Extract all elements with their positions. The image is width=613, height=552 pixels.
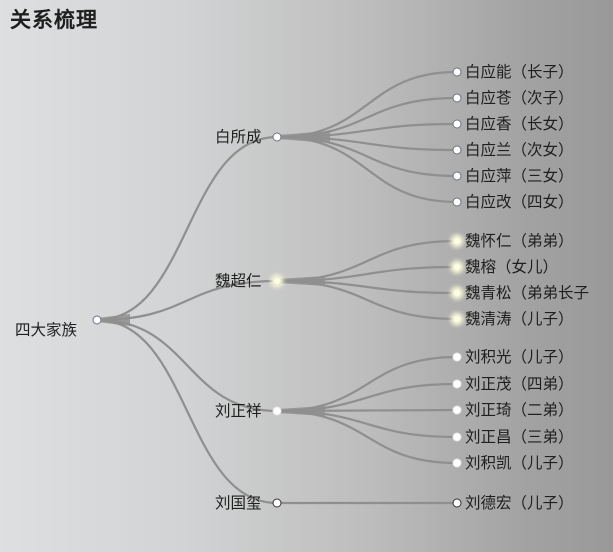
leaf-node-dot[interactable] — [452, 119, 462, 129]
leaf-node-dot[interactable] — [452, 379, 462, 389]
leaf-label: 白应萍（三女） — [465, 167, 574, 185]
leaf-node-dot[interactable] — [452, 498, 462, 508]
root-node-label: 四大家族 — [15, 321, 78, 339]
leaf-node-dot[interactable] — [452, 262, 462, 272]
branch-label-wei-chaoren: 魏超仁 — [215, 272, 262, 290]
leaf-node-dot[interactable] — [452, 314, 462, 324]
page-title: 关系梳理 — [10, 8, 98, 32]
leaf-label: 魏清涛（儿子） — [465, 310, 574, 328]
branch-node-liu-guoxi[interactable] — [272, 498, 282, 508]
leaf-label: 白应苍（次子） — [465, 89, 574, 107]
leaf-node-dot[interactable] — [452, 288, 462, 298]
branch-label-liu-zhengxiang: 刘正祥 — [215, 402, 262, 420]
root-node-dot[interactable] — [92, 315, 102, 325]
leaf-node-dot[interactable] — [452, 236, 462, 246]
branch-node-wei-chaoren[interactable] — [272, 276, 282, 286]
leaf-node-dot[interactable] — [452, 432, 462, 442]
branch-node-bai-suocheng[interactable] — [272, 132, 282, 142]
link-root-liuzx — [95, 318, 279, 413]
leaf-label: 白应香（长女） — [465, 115, 574, 133]
branch-label-liu-guoxi: 刘国玺 — [215, 494, 262, 512]
leaf-label: 魏怀仁（弟弟） — [465, 232, 574, 250]
leaf-label: 刘积光（儿子） — [465, 348, 574, 366]
leaf-label: 刘正茂（四弟） — [465, 375, 574, 393]
leaf-label: 刘正昌（三弟） — [465, 428, 574, 446]
leaf-node-dot[interactable] — [452, 458, 462, 468]
leaf-label: 刘正琦（二弟） — [465, 401, 574, 419]
leaf-node-dot[interactable] — [452, 197, 462, 207]
leaf-label: 白应能（长子） — [465, 63, 574, 81]
link-root-bai — [95, 135, 279, 322]
leaf-node-dot[interactable] — [452, 352, 462, 362]
branch-node-liu-zhengxiang[interactable] — [272, 406, 282, 416]
leaf-node-dot[interactable] — [452, 145, 462, 155]
leaf-node-dot[interactable] — [452, 405, 462, 415]
leaf-node-dot[interactable] — [452, 93, 462, 103]
leaf-node-dot[interactable] — [452, 67, 462, 77]
leaf-label: 魏榕（女儿） — [465, 258, 559, 276]
link-root-liugx — [95, 318, 279, 505]
branch-label-bai-suocheng: 白所成 — [215, 128, 262, 146]
leaf-label: 白应兰（次女） — [465, 141, 574, 159]
leaf-label: 刘积凯（儿子） — [465, 454, 574, 472]
leaf-label: 魏青松（弟弟长子 — [465, 284, 590, 302]
leaf-node-dot[interactable] — [452, 171, 462, 181]
leaf-label: 刘德宏（儿子） — [465, 494, 574, 512]
leaf-label: 白应改（四女） — [465, 193, 574, 211]
